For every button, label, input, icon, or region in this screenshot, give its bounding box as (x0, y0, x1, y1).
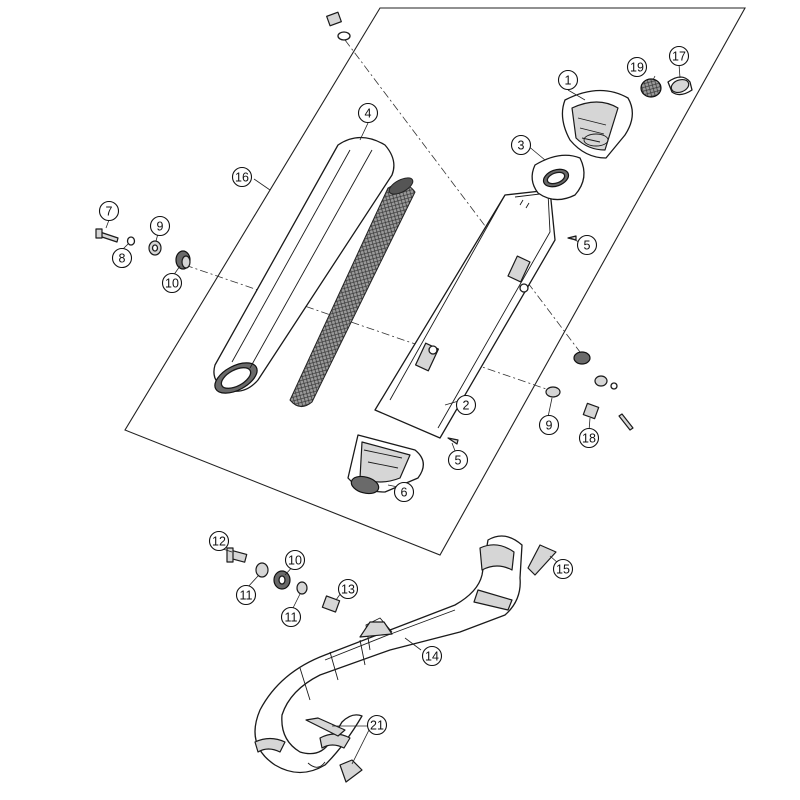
callout-circle (668, 45, 690, 67)
silencer-inlet-cone (347, 434, 424, 495)
callout-number: 7 (106, 205, 113, 219)
springs (305, 544, 557, 783)
callout-number: 3 (518, 139, 525, 153)
callout-19: 19 (626, 56, 648, 78)
callout-number: 5 (455, 454, 462, 468)
callout-circle (626, 56, 648, 78)
callout-3: 3 (510, 134, 532, 156)
header-hardware (226, 547, 341, 613)
callout-circle (98, 200, 120, 222)
callout-number: 11 (240, 589, 253, 603)
callout-circle (447, 449, 469, 471)
callout-11: 11 (280, 606, 302, 628)
callout-16: 16 (231, 166, 253, 188)
callout-circle (235, 584, 257, 606)
callout-circle (455, 394, 477, 416)
callout-number: 17 (672, 50, 686, 64)
callout-number: 9 (157, 220, 164, 234)
callout-10: 10 (161, 272, 183, 294)
callout-number: 9 (546, 419, 553, 433)
callout-circle (366, 714, 388, 736)
silencer-group-outline (124, 7, 746, 556)
callout-number: 18 (582, 432, 596, 446)
perforated-inner-tube (289, 177, 416, 407)
callout-circle (284, 549, 306, 571)
callout-circle (280, 606, 302, 628)
callout-6: 6 (393, 481, 415, 503)
silencer-housing (374, 189, 556, 439)
callout-9: 9 (149, 215, 171, 237)
callout-2: 2 (455, 394, 477, 416)
end-cap-insert (531, 154, 585, 201)
callout-4: 4 (357, 102, 379, 124)
callout-number: 4 (365, 107, 372, 121)
callout-circle (231, 166, 253, 188)
callout-circle (578, 427, 600, 449)
callout-17: 17 (668, 45, 690, 67)
callout-10: 10 (284, 549, 306, 571)
callout-circle (538, 414, 560, 436)
callout-circle (149, 215, 171, 237)
header-pipe (254, 535, 523, 774)
callout-15: 15 (552, 558, 574, 580)
callout-circle (111, 247, 133, 269)
callout-number: 11 (285, 611, 298, 625)
callout-circle (557, 69, 579, 91)
callout-number: 10 (288, 554, 302, 568)
callout-11: 11 (235, 584, 257, 606)
callout-circle (510, 134, 532, 156)
callout-number: 13 (341, 583, 355, 597)
callout-circle (421, 645, 443, 667)
callout-number: 21 (370, 719, 384, 733)
callout-number: 14 (425, 650, 439, 664)
alignment-line-top (344, 39, 581, 353)
callout-9: 9 (538, 414, 560, 436)
alignment-line-middle (184, 264, 556, 393)
callout-number: 6 (401, 486, 408, 500)
callout-8: 8 (111, 247, 133, 269)
callout-number: 12 (212, 535, 226, 549)
callout-14: 14 (421, 645, 443, 667)
callout-number: 19 (630, 61, 644, 75)
callout-18: 18 (578, 427, 600, 449)
callout-number: 2 (463, 399, 470, 413)
end-cap (561, 89, 633, 159)
mesh-screen (640, 78, 662, 98)
callout-circle (208, 530, 230, 552)
callout-circle (357, 102, 379, 124)
callout-circle (393, 481, 415, 503)
callout-circle (337, 578, 359, 600)
silencer-outer-sleeve (213, 136, 395, 394)
callout-12: 12 (208, 530, 230, 552)
callout-1: 1 (557, 69, 579, 91)
callout-21: 21 (366, 714, 388, 736)
callout-number: 8 (119, 252, 126, 266)
callout-number: 10 (165, 277, 179, 291)
callout-7: 7 (98, 200, 120, 222)
callout-number: 1 (565, 74, 572, 88)
callout-number: 15 (556, 563, 570, 577)
callout-circle (576, 234, 598, 256)
callout-number: 16 (235, 171, 249, 185)
callout-number: 5 (584, 239, 591, 253)
plug (667, 76, 693, 96)
hardware-small (95, 11, 634, 445)
callout-13: 13 (337, 578, 359, 600)
callout-circle (161, 272, 183, 294)
callout-5: 5 (447, 449, 469, 471)
callout-circle (552, 558, 574, 580)
callout-5: 5 (576, 234, 598, 256)
